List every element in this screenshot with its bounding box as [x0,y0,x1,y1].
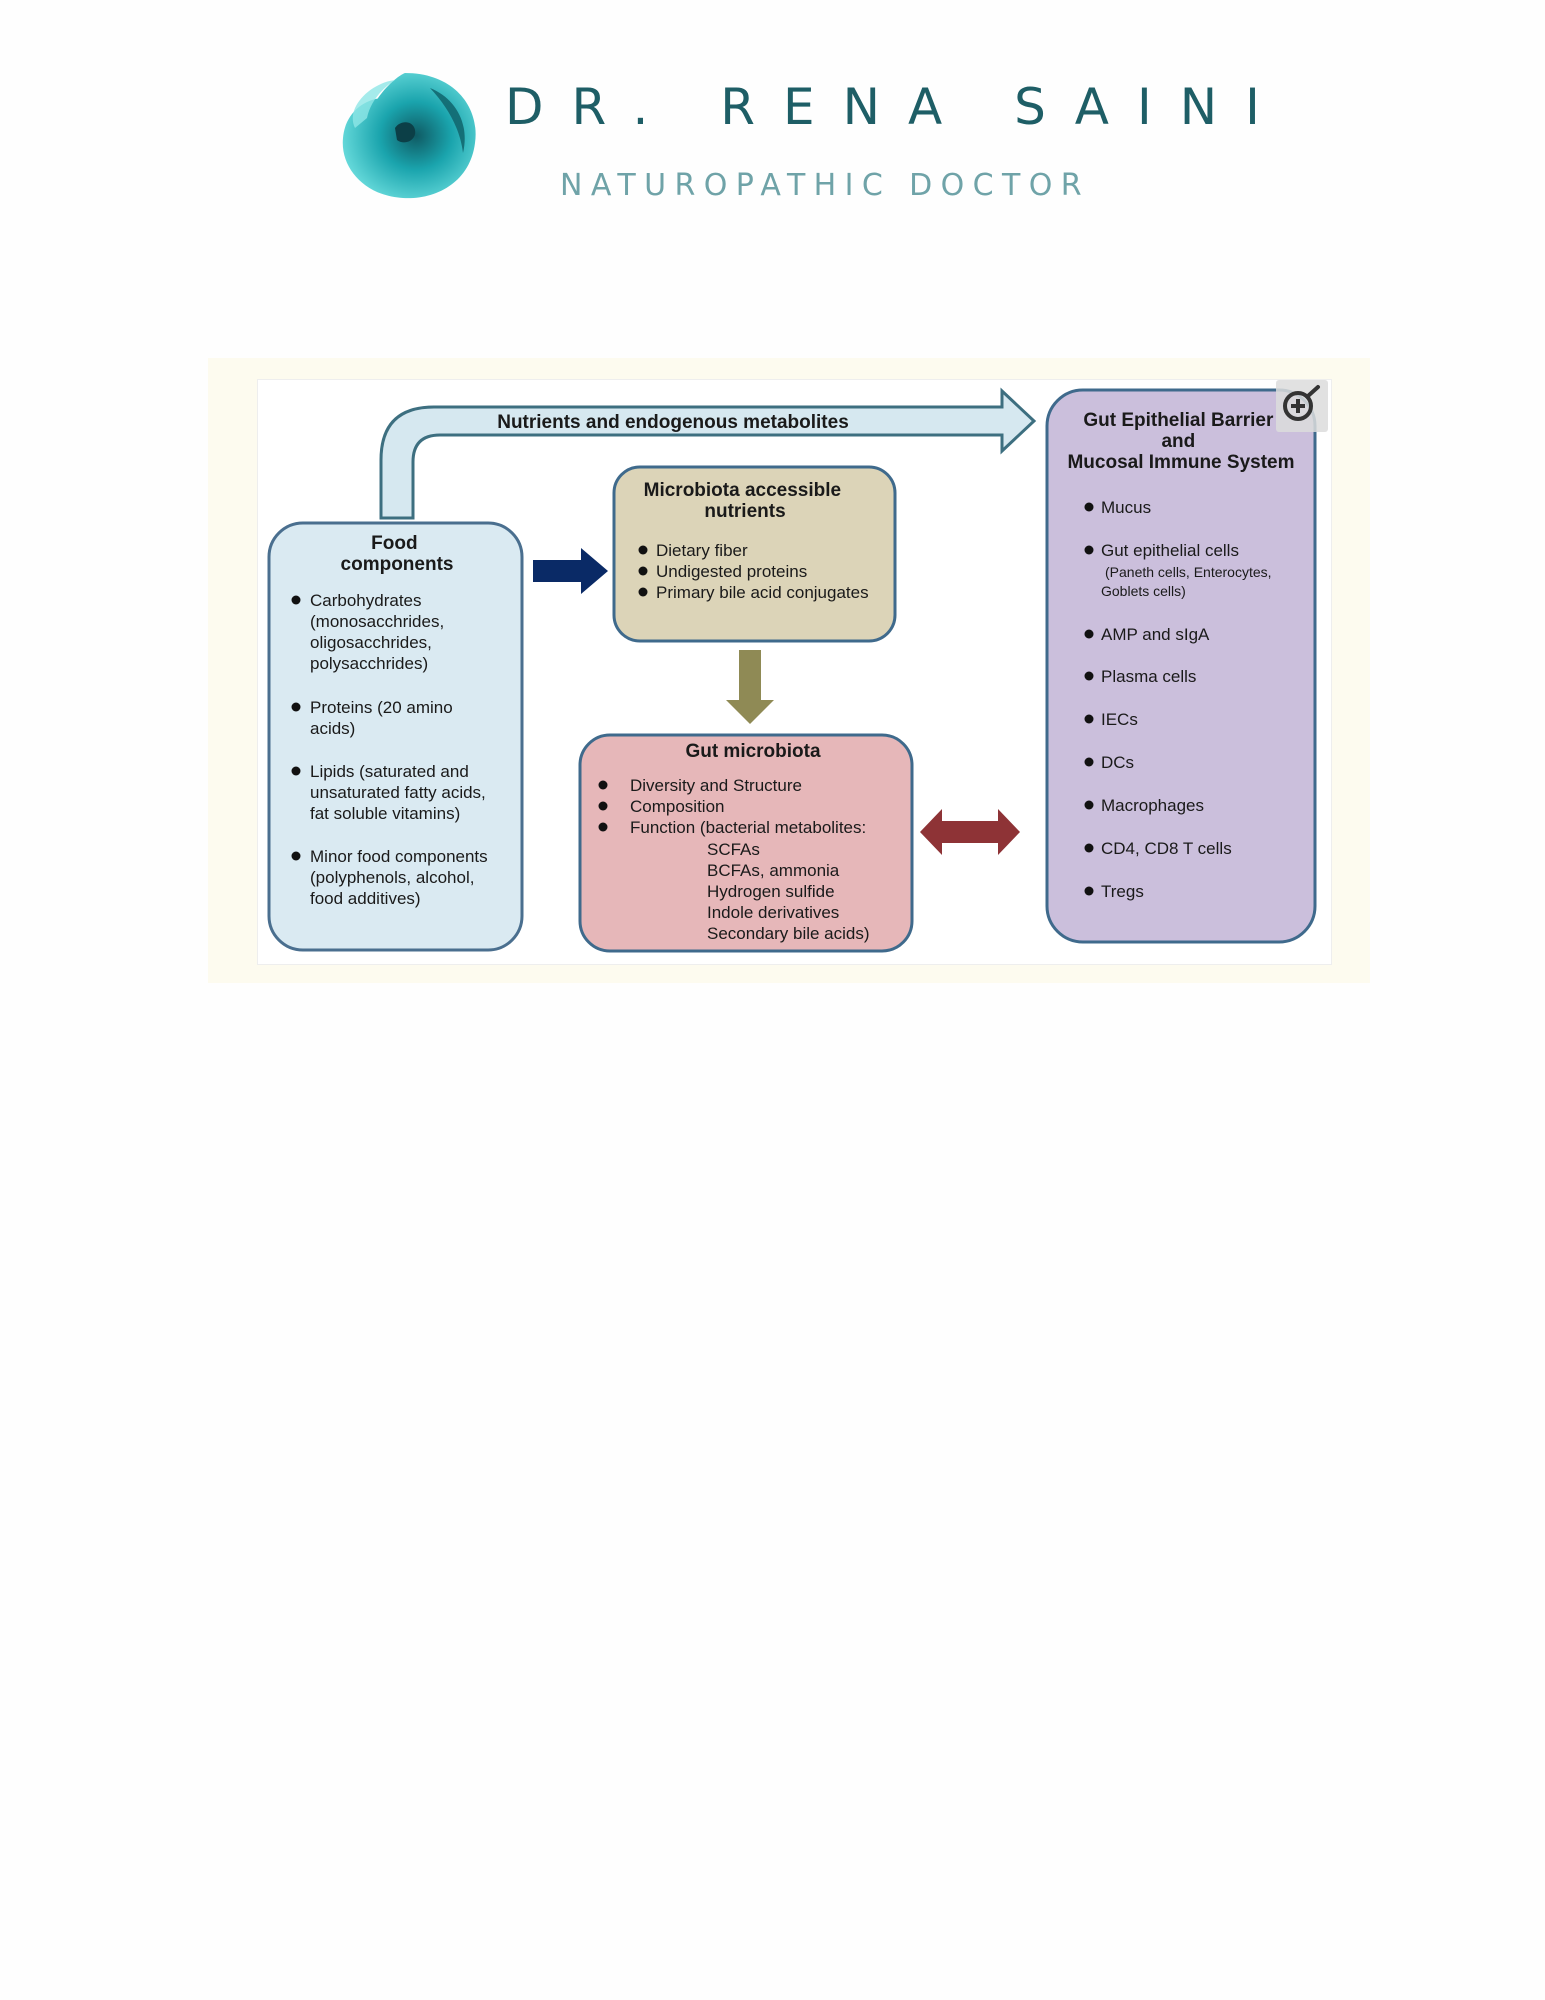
site-header: DR. RENA SAINI NATUROPATHIC DOCTOR [0,0,1545,220]
zoom-button[interactable] [1276,380,1328,432]
figure-panel [257,379,1332,965]
zoom-in-icon [1283,385,1320,421]
brand-name: DR. RENA SAINI [505,78,1288,136]
brand-subtitle: NATUROPATHIC DOCTOR [560,168,1091,203]
swirl-logo-icon [342,73,476,199]
